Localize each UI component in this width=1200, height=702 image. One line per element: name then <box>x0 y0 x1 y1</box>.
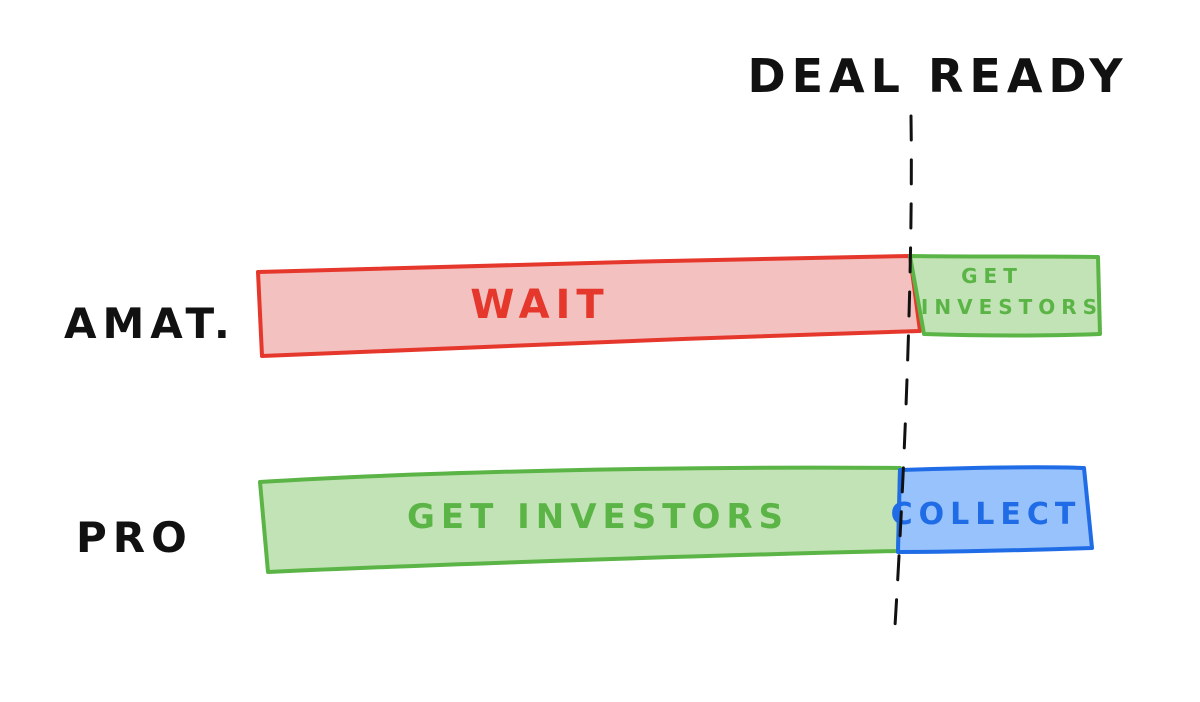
amat-get-investors-segment: GET INVESTORS <box>908 254 1103 338</box>
pro-collect-bar <box>896 465 1094 554</box>
pro-get-investors-segment: GET INVESTORS <box>258 465 902 574</box>
amat-get-investors-label-line1: GET <box>961 264 1023 288</box>
amat-wait-label: WAIT <box>470 282 609 328</box>
pro-collect-segment: COLLECT <box>891 465 1094 554</box>
amat-wait-segment: WAIT <box>256 254 922 358</box>
amat-get-investors-label-line2: INVESTORS <box>921 295 1103 319</box>
amat-get-investors-bar <box>908 254 1102 338</box>
pro-collect-label: COLLECT <box>891 497 1082 532</box>
row-label-pro: PRO <box>76 513 193 562</box>
amat-wait-bar <box>256 254 922 358</box>
row-label-amat: AMAT. <box>64 299 236 348</box>
pro-get-investors-label: GET INVESTORS <box>407 497 789 537</box>
deal-ready-dashed-line <box>892 114 913 644</box>
deal-ready-label: DEAL READY <box>747 49 1128 103</box>
